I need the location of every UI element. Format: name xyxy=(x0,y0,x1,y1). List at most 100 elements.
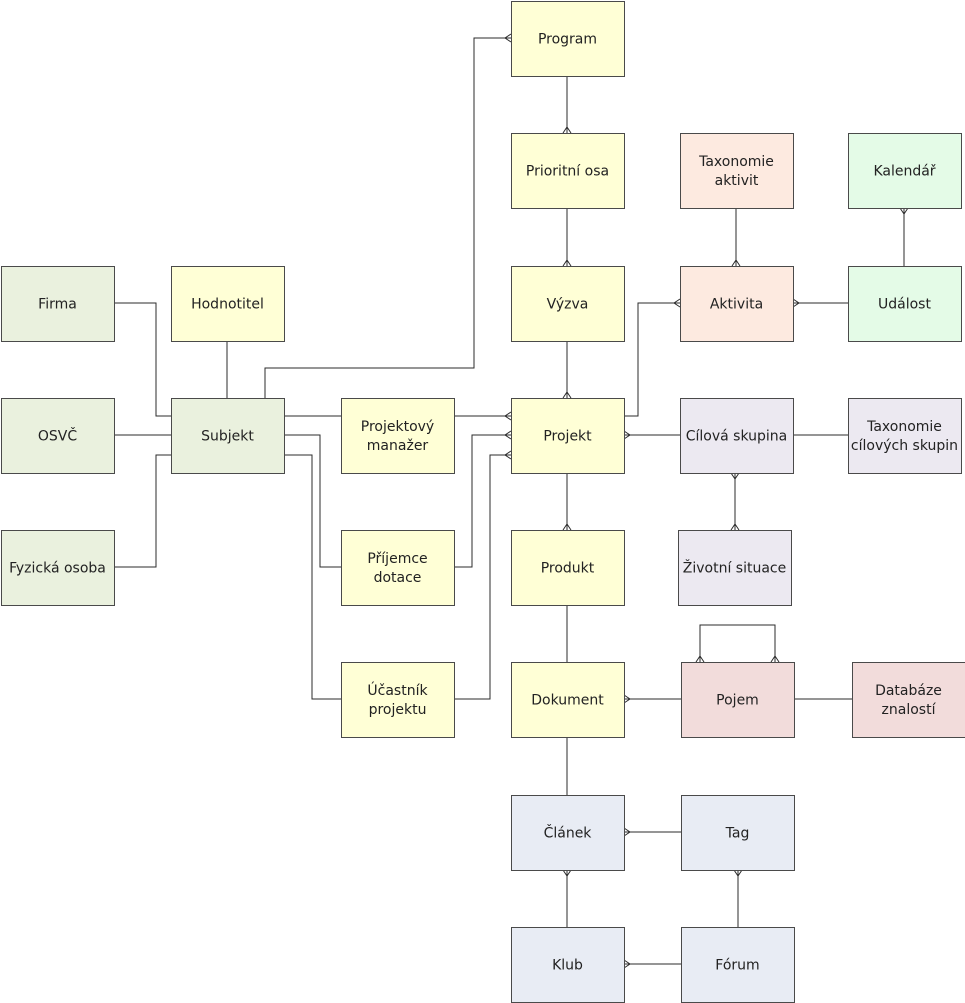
entity-label: Událost xyxy=(878,297,931,313)
connector-udalost-kalendar xyxy=(899,207,909,266)
crows-foot-end xyxy=(731,259,741,267)
entity-zivotni-situace: Životní situace xyxy=(678,530,792,606)
entity-projektovy-manazer: Projektový manažer xyxy=(341,398,455,474)
entity-box xyxy=(171,398,285,474)
entity-klub: Klub xyxy=(511,927,625,1003)
connector-subjekt-ucastnik xyxy=(284,454,341,700)
connector-line xyxy=(114,302,171,417)
crows-foot-end xyxy=(899,207,909,215)
connector-line xyxy=(114,454,171,568)
connector-forum-klub xyxy=(623,959,681,969)
entity-label: Projektový xyxy=(361,419,434,435)
connector-cilova-projekt xyxy=(623,430,680,440)
entity-box xyxy=(511,530,625,606)
entity-box xyxy=(511,1,625,77)
connector-pojem-dokument xyxy=(623,694,681,704)
connector-line xyxy=(284,454,341,700)
connector-projekt-produkt xyxy=(562,473,572,531)
entity-label: Firma xyxy=(38,297,77,313)
entity-dokument: Dokument xyxy=(511,662,625,738)
entity-box xyxy=(511,662,625,738)
entity-firma: Firma xyxy=(1,266,115,342)
crows-foot-end xyxy=(730,523,740,531)
entity-box xyxy=(511,266,625,342)
crows-foot-start xyxy=(695,655,705,663)
connector-prijemce-projekt xyxy=(454,430,512,568)
connector-forum-tag xyxy=(733,869,743,927)
connector-program-prioritni xyxy=(562,76,572,134)
entity-produkt: Produkt xyxy=(511,530,625,606)
crows-foot-end xyxy=(562,869,572,877)
entity-label: Tag xyxy=(725,826,750,842)
entity-vyzva: Výzva xyxy=(511,266,625,342)
connector-taxonomie-aktivita xyxy=(731,208,741,267)
entity-box xyxy=(678,530,792,606)
connector-udalost-aktivita xyxy=(792,298,848,308)
connector-layer xyxy=(114,33,909,969)
entity-label: Program xyxy=(538,32,597,48)
entity-label: Cílová skupina xyxy=(686,429,788,445)
entity-osvc: OSVČ xyxy=(1,398,115,474)
entity-box xyxy=(681,927,795,1003)
connector-subjekt-prijemce xyxy=(284,434,341,568)
crows-foot-end xyxy=(562,391,572,399)
entity-program: Program xyxy=(511,1,625,77)
connector-line xyxy=(284,434,341,568)
entity-label: Prioritní osa xyxy=(526,164,609,180)
connector-line xyxy=(454,454,511,700)
entity-label: Článek xyxy=(544,824,593,842)
entity-box xyxy=(681,795,795,871)
entity-box xyxy=(1,266,115,342)
entity-box xyxy=(848,398,962,474)
entity-label: cílových skupin xyxy=(851,438,958,454)
entity-box xyxy=(1,530,115,606)
connector-subjekt-program xyxy=(264,33,512,398)
connector-line xyxy=(264,37,511,398)
entity-hodnotitel: Hodnotitel xyxy=(171,266,285,342)
entity-label: Příjemce xyxy=(367,551,427,567)
entity-label: aktivit xyxy=(715,173,759,189)
entity-aktivita: Aktivita xyxy=(680,266,794,342)
entity-clanek: Článek xyxy=(511,795,625,871)
entity-udalost: Událost xyxy=(848,266,962,342)
crows-foot-end xyxy=(770,655,780,663)
entity-label: Kalendář xyxy=(873,164,935,180)
entity-label: OSVČ xyxy=(38,427,77,445)
crows-foot-end xyxy=(673,298,681,308)
crows-foot-end xyxy=(504,411,512,421)
entity-label: Účastník xyxy=(367,681,428,699)
connector-manazer-projekt xyxy=(454,411,512,421)
entity-label: manažer xyxy=(367,438,429,454)
entity-box xyxy=(341,530,455,606)
entity-label: Projekt xyxy=(543,429,592,445)
entity-box xyxy=(680,133,794,209)
entity-fyzicka-osoba: Fyzická osoba xyxy=(1,530,115,606)
entity-label: Hodnotitel xyxy=(191,297,264,313)
crows-foot-end xyxy=(562,523,572,531)
entity-box xyxy=(681,662,795,738)
entity-box xyxy=(511,398,625,474)
connector-tag-clanek xyxy=(623,827,681,837)
entity-label: Taxonomie xyxy=(698,154,774,170)
connector-projekt-aktivita xyxy=(624,298,681,417)
connector-clanek-klub xyxy=(562,869,572,927)
crows-foot-end xyxy=(562,259,572,267)
entity-box xyxy=(1,398,115,474)
crows-foot-end xyxy=(792,298,800,308)
connector-pojem-self xyxy=(695,624,780,663)
entity-label: Klub xyxy=(552,958,583,974)
entity-box xyxy=(852,662,965,738)
entity-label: dotace xyxy=(374,570,422,586)
crows-foot-end xyxy=(504,450,512,460)
connector-firma-subjekt xyxy=(114,302,171,417)
entity-label: Výzva xyxy=(547,297,589,313)
connector-line xyxy=(454,434,511,568)
entity-box xyxy=(680,398,794,474)
connector-fyzicka-subjekt xyxy=(114,454,171,568)
